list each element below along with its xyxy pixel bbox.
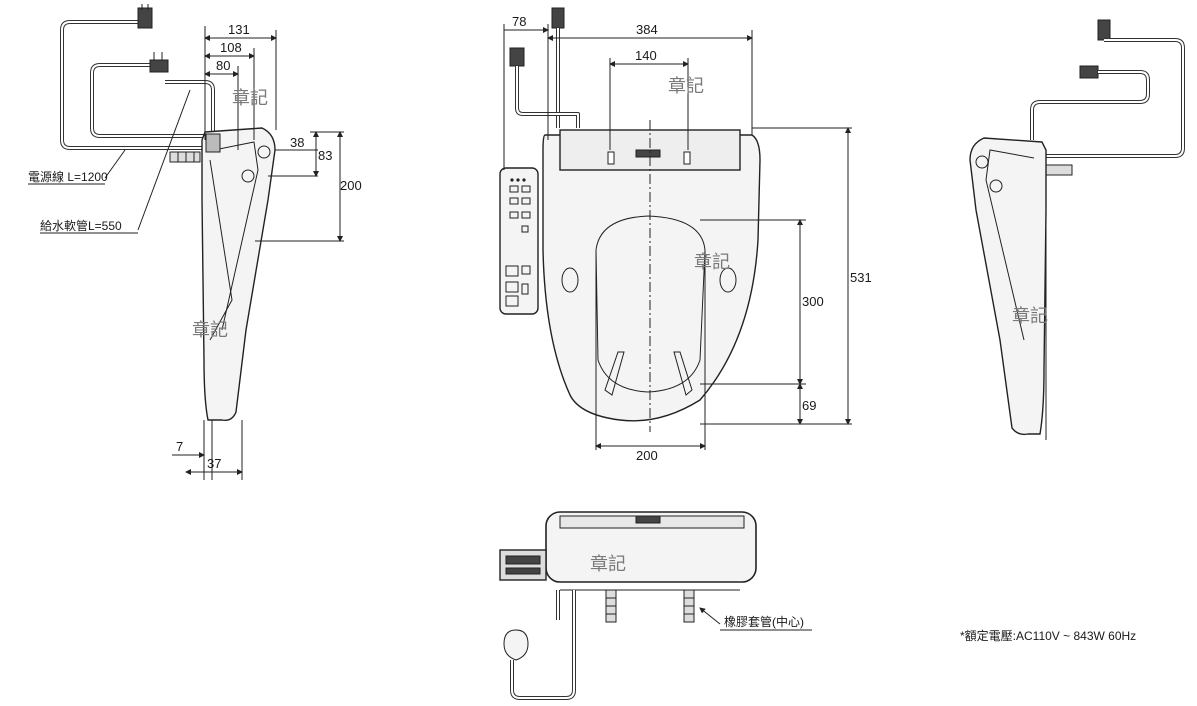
dim-300-label: 300 <box>802 294 824 309</box>
water-hose-leader <box>137 89 191 231</box>
top-cord <box>509 7 580 128</box>
dim-131-label: 131 <box>228 22 250 37</box>
rubber-sleeve-leader <box>699 607 721 625</box>
rated-power-note: *額定電壓:AC110V ~ 843W 60Hz <box>960 628 1136 643</box>
button-icon <box>521 211 531 219</box>
button-icon <box>509 197 519 205</box>
dim-7-label: 7 <box>176 439 183 454</box>
rubber-sleeve-label: 橡膠套管(中心) <box>724 614 804 629</box>
button-icon <box>521 283 529 295</box>
dim-140-label: 140 <box>635 48 657 63</box>
rear-cord <box>503 590 576 700</box>
seat-outline <box>542 134 761 422</box>
power-cord-label: 電源線 L=1200 <box>28 169 108 184</box>
button-icon <box>509 185 519 193</box>
button-icon <box>521 185 531 193</box>
side-dimensions <box>172 26 344 480</box>
water-inlet-fitting-icon <box>169 151 201 163</box>
button-icon <box>521 265 531 275</box>
side-control-panel <box>499 167 539 315</box>
right-cords <box>1030 19 1185 158</box>
seat-side-profile-right <box>969 137 1047 436</box>
dim-37-label: 37 <box>207 456 221 471</box>
dim-69-label: 69 <box>802 398 816 413</box>
dim-78-label: 78 <box>512 14 526 29</box>
top-view: 78 384 140 300 531 69 200 章記 章記 <box>499 7 872 463</box>
seat-bumper <box>604 351 625 396</box>
rear-body <box>545 511 757 583</box>
brand-badge <box>635 515 661 524</box>
brand-badge <box>635 149 661 158</box>
rear-control-panel <box>499 549 547 581</box>
watermark: 章記 <box>694 252 730 273</box>
button-icon <box>509 211 519 219</box>
rear-view: 橡膠套管(中心) 章記 <box>499 511 812 700</box>
seat-bumper <box>673 351 693 396</box>
seat-opening <box>595 215 706 393</box>
dim-200-label: 200 <box>340 178 362 193</box>
rubber-sleeve-left <box>605 589 617 623</box>
button-icon <box>521 225 529 233</box>
dim-531-label: 531 <box>850 270 872 285</box>
seat-side-profile <box>201 127 276 422</box>
watermark: 章記 <box>1012 306 1048 327</box>
watermark: 章記 <box>192 320 228 341</box>
side-view-left: 131 108 80 38 83 200 7 37 電源線 L=1200 給水軟… <box>28 4 362 480</box>
watermark: 章記 <box>232 88 268 109</box>
button-icon <box>505 281 519 293</box>
power-cord-hose <box>60 20 205 150</box>
plug-icon <box>137 4 169 73</box>
water-hose-label: 給水軟管L=550 <box>40 218 122 233</box>
watermark: 章記 <box>590 554 626 575</box>
side-view-right: 章記 <box>969 19 1185 440</box>
watermark: 章記 <box>668 76 704 97</box>
hinge-hole <box>719 267 737 293</box>
plug-icon <box>503 629 529 661</box>
hinge-hole <box>561 267 579 293</box>
dim-108-label: 108 <box>220 40 242 55</box>
fixing-bolt-icon <box>683 151 691 165</box>
fixing-bolt-icon <box>607 151 615 165</box>
rubber-sleeve-right <box>683 589 695 623</box>
button-icon <box>521 197 531 205</box>
dim-80-label: 80 <box>216 58 230 73</box>
button-icon <box>505 265 519 277</box>
water-inlet-fitting-icon <box>1045 164 1073 176</box>
button-icon <box>505 295 519 307</box>
power-cord-leader <box>104 149 126 179</box>
dim-38-label: 38 <box>290 135 304 150</box>
dim-200-label: 200 <box>636 448 658 463</box>
water-hose <box>90 63 215 138</box>
dim-384-label: 384 <box>636 22 658 37</box>
dim-83-label: 83 <box>318 148 332 163</box>
